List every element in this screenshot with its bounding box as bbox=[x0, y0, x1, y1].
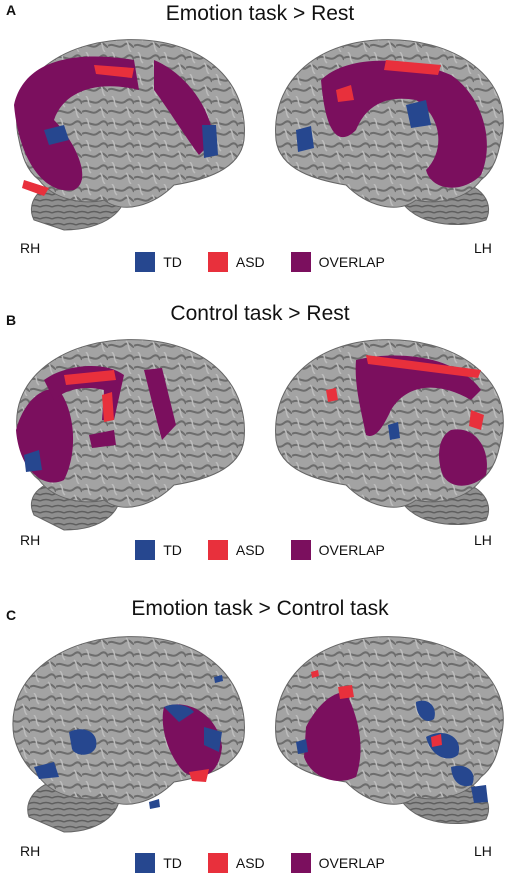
brain-left-hemisphere bbox=[275, 39, 504, 226]
panel-letter: C bbox=[6, 607, 17, 623]
legend-swatch-asd bbox=[207, 853, 228, 873]
panel-b: B Control task > Rest RH LH TD ASD OVERL… bbox=[0, 300, 520, 580]
legend-item-asd: ASD bbox=[207, 853, 265, 873]
legend-label-overlap: OVERLAP bbox=[318, 542, 385, 558]
legend-swatch-td bbox=[135, 252, 156, 272]
panel-letter: A bbox=[6, 2, 17, 18]
legend-swatch-asd bbox=[207, 252, 228, 272]
panel-title: Control task > Rest bbox=[170, 302, 350, 325]
hemisphere-label-rh: RH bbox=[20, 240, 41, 256]
legend-label-td: TD bbox=[163, 254, 182, 270]
legend-label-td: TD bbox=[163, 855, 182, 871]
panel-letter: B bbox=[6, 312, 17, 328]
panel-a: A Emotion task > Rest RH LH TD ASD OVERL… bbox=[0, 0, 520, 290]
legend-item-td: TD bbox=[135, 252, 182, 272]
legend-swatch-overlap bbox=[290, 853, 311, 873]
legend: TD ASD OVERLAP bbox=[0, 540, 520, 560]
legend-label-td: TD bbox=[163, 542, 182, 558]
legend-label-overlap: OVERLAP bbox=[318, 254, 385, 270]
legend-label-asd: ASD bbox=[235, 254, 265, 270]
panel-c: C Emotion task > Control task RH LH TD A… bbox=[0, 595, 520, 883]
legend: TD ASD OVERLAP bbox=[0, 853, 520, 873]
legend-item-overlap: OVERLAP bbox=[290, 252, 385, 272]
legend-item-asd: ASD bbox=[207, 252, 265, 272]
hemisphere-label-lh: LH bbox=[474, 843, 492, 859]
hemisphere-label-lh: LH bbox=[474, 240, 492, 256]
panel-title: Emotion task > Control task bbox=[131, 597, 389, 620]
brain-left-hemisphere bbox=[275, 339, 504, 526]
legend-item-td: TD bbox=[135, 540, 182, 560]
legend: TD ASD OVERLAP bbox=[0, 252, 520, 272]
brain-right-hemisphere bbox=[12, 636, 245, 833]
legend-label-asd: ASD bbox=[235, 855, 265, 871]
legend-swatch-asd bbox=[207, 540, 228, 560]
panel-title: Emotion task > Rest bbox=[165, 2, 355, 25]
hemisphere-label-lh: LH bbox=[474, 532, 492, 548]
legend-item-overlap: OVERLAP bbox=[290, 540, 385, 560]
legend-label-overlap: OVERLAP bbox=[318, 855, 385, 871]
hemisphere-label-rh: RH bbox=[20, 532, 41, 548]
legend-swatch-overlap bbox=[290, 252, 311, 272]
legend-item-asd: ASD bbox=[207, 540, 265, 560]
hemisphere-label-rh: RH bbox=[20, 843, 41, 859]
legend-swatch-td bbox=[135, 540, 156, 560]
brain-right-hemisphere bbox=[14, 39, 245, 231]
legend-item-overlap: OVERLAP bbox=[290, 853, 385, 873]
legend-label-asd: ASD bbox=[235, 542, 265, 558]
legend-swatch-overlap bbox=[290, 540, 311, 560]
legend-item-td: TD bbox=[135, 853, 182, 873]
brain-right-hemisphere bbox=[16, 339, 245, 531]
legend-swatch-td bbox=[135, 853, 156, 873]
brain-left-hemisphere bbox=[275, 636, 504, 825]
